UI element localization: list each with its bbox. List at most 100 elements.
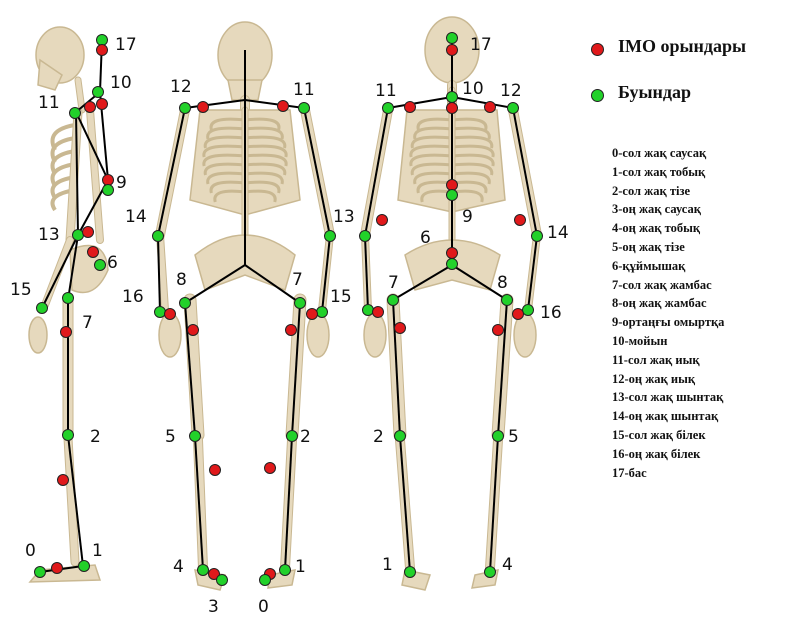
joint-list-item: 4-оң жақ тобық [612, 219, 724, 238]
joint-dot [37, 303, 48, 314]
imu-dot [447, 103, 458, 114]
joint-dot [153, 231, 164, 242]
joint-dot [508, 103, 519, 114]
imu-legend-dot [591, 43, 604, 56]
joint-number-label: 12 [500, 81, 522, 101]
imu-dot [97, 45, 108, 56]
skeleton-line [304, 108, 330, 236]
joint-list-item: 8-оң жақ жамбас [612, 294, 724, 313]
joint-dot [63, 430, 74, 441]
skeleton-line [158, 108, 185, 236]
joint-list-item: 11-сол жақ иық [612, 351, 724, 370]
imu-dot [485, 102, 496, 113]
shin-side [68, 438, 75, 562]
joint-number-label: 8 [176, 270, 187, 290]
imu-legend-label: IMO орындары [618, 36, 746, 57]
joint-list-item: 2-сол жақ тізе [612, 182, 724, 201]
joint-dot [363, 305, 374, 316]
joint-list-item: 0-сол жақ саусақ [612, 144, 724, 163]
joint-dot [485, 567, 496, 578]
imu-dot [52, 563, 63, 574]
joint-dot [180, 298, 191, 309]
joint-dot [523, 305, 534, 316]
joint-dot [493, 431, 504, 442]
joint-list-item: 15-сол жақ білек [612, 426, 724, 445]
skeleton-line [388, 97, 452, 108]
joint-number-label: 17 [470, 35, 492, 55]
joint-number-label: 9 [116, 173, 127, 193]
joint-dot [447, 33, 458, 44]
joint-index-list: 0-сол жақ саусақ 1-сол жақ тобық 2-сол ж… [612, 144, 724, 482]
joint-number-label: 7 [292, 270, 303, 290]
joint-number-label: 2 [373, 427, 384, 447]
joint-list-item: 7-сол жақ жамбас [612, 276, 724, 295]
joint-number-label: 8 [497, 273, 508, 293]
joint-dot [360, 231, 371, 242]
joint-number-label: 11 [293, 80, 315, 100]
joint-dot [280, 565, 291, 576]
imu-dot [373, 307, 384, 318]
imu-dot [165, 309, 176, 320]
joint-dot [532, 231, 543, 242]
joint-dot [299, 103, 310, 114]
joint-number-label: 16 [540, 303, 562, 323]
imu-dot [198, 102, 209, 113]
joint-dot [103, 185, 114, 196]
joint-dot [95, 260, 106, 271]
hand-back [364, 313, 386, 357]
joint-dot [190, 431, 201, 442]
joint-dot [325, 231, 336, 242]
joint-number-label: 13 [38, 225, 60, 245]
joint-number-label: 9 [462, 207, 473, 227]
joint-number-label: 2 [90, 427, 101, 447]
joint-number-label: 0 [25, 541, 36, 561]
joint-dot [198, 565, 209, 576]
joint-list-item: 12-оң жақ иық [612, 370, 724, 389]
joint-list-item: 13-сол жақ шынтақ [612, 388, 724, 407]
joint-dot [447, 92, 458, 103]
imu-dot [307, 309, 318, 320]
joint-dot [395, 431, 406, 442]
joint-dot [383, 103, 394, 114]
joint-number-label: 6 [107, 253, 118, 273]
imu-dot [405, 102, 416, 113]
joint-list-item: 10-мойын [612, 332, 724, 351]
joint-dot [317, 307, 328, 318]
joint-number-label: 3 [208, 597, 219, 617]
joint-number-label: 1 [382, 555, 393, 575]
joint-number-label: 2 [300, 427, 311, 447]
joint-number-label: 10 [110, 73, 132, 93]
joint-number-label: 14 [547, 223, 569, 243]
joint-list-item: 6-құймышақ [612, 257, 724, 276]
imu-dot [103, 175, 114, 186]
joint-number-label: 1 [295, 557, 306, 577]
joint-dot [287, 431, 298, 442]
joint-dot [260, 575, 271, 586]
joint-list-item: 9-ортаңғы омыртқа [612, 313, 724, 332]
imu-dot [447, 45, 458, 56]
imu-dot [188, 325, 199, 336]
imu-dot [493, 325, 504, 336]
joint-number-label: 13 [333, 207, 355, 227]
joint-dot [97, 35, 108, 46]
joint-dot [295, 298, 306, 309]
joint-number-label: 17 [115, 35, 137, 55]
imu-dot [97, 99, 108, 110]
joint-number-label: 11 [38, 93, 60, 113]
joint-dot [35, 567, 46, 578]
imu-dot [395, 323, 406, 334]
joint-number-label: 14 [125, 207, 147, 227]
imu-dot [447, 180, 458, 191]
imu-dot [515, 215, 526, 226]
joint-number-label: 15 [330, 287, 352, 307]
joint-list-item: 14-оң жақ шынтақ [612, 407, 724, 426]
joint-dot [63, 293, 74, 304]
hand-side [29, 317, 47, 353]
joint-list-item: 16-оң жақ білек [612, 445, 724, 464]
joint-number-label: 16 [122, 287, 144, 307]
joint-legend-dot [591, 89, 604, 102]
skeleton-line [245, 100, 304, 108]
joint-dot [388, 295, 399, 306]
imu-dot [286, 325, 297, 336]
imu-dot [377, 215, 388, 226]
